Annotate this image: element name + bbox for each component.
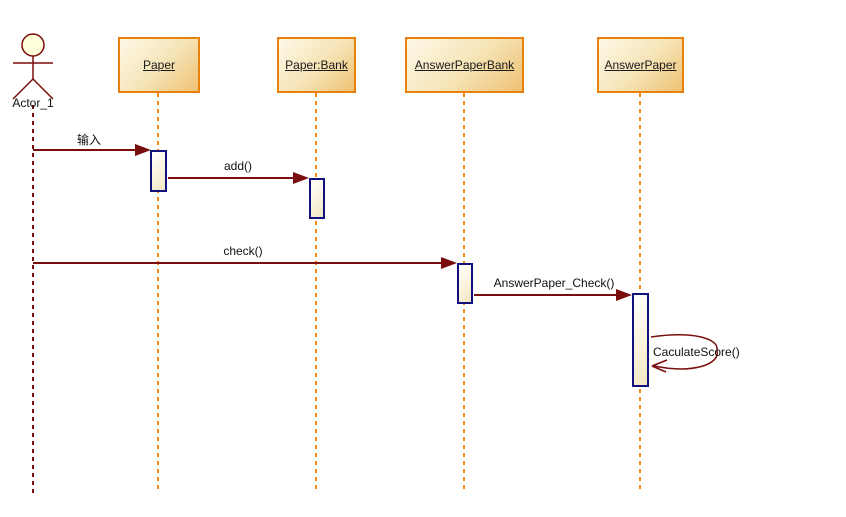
arrowhead-icon bbox=[616, 289, 632, 301]
object-label: AnswerPaperBank bbox=[414, 58, 515, 72]
message-line-answerpaper-check[interactable] bbox=[474, 289, 632, 301]
activation-bar-answerpaper[interactable] bbox=[632, 293, 649, 387]
object-box-paper-bank[interactable]: Paper:Bank bbox=[277, 37, 356, 93]
message-label-caculatescore: CaculateScore() bbox=[653, 345, 740, 359]
actor-icon[interactable] bbox=[12, 33, 54, 100]
arrowhead-icon bbox=[293, 172, 309, 184]
message-label-add: add() bbox=[223, 159, 253, 173]
object-label: Paper:Bank bbox=[285, 58, 348, 72]
object-box-answerpaper[interactable]: AnswerPaper bbox=[597, 37, 684, 93]
message-label-answerpaper-check: AnswerPaper_Check() bbox=[493, 276, 615, 290]
message-label-check: check() bbox=[223, 244, 263, 258]
object-label: AnswerPaper bbox=[604, 58, 677, 72]
actor-name-label: Actor_1 bbox=[12, 96, 54, 110]
activation-bar-paper-bank[interactable] bbox=[309, 178, 325, 219]
arrowhead-icon bbox=[441, 257, 457, 269]
activation-bar-answerpaperbank[interactable] bbox=[457, 263, 473, 304]
object-box-answerpaperbank[interactable]: AnswerPaperBank bbox=[405, 37, 524, 93]
message-line-check[interactable] bbox=[33, 257, 457, 269]
object-label: Paper bbox=[142, 58, 176, 72]
open-arrowhead-icon bbox=[651, 359, 668, 367]
arrowhead-icon bbox=[135, 144, 151, 156]
message-line-caculatescore-self[interactable] bbox=[650, 334, 718, 373]
activation-bar-paper[interactable] bbox=[150, 150, 167, 192]
object-box-paper[interactable]: Paper bbox=[118, 37, 200, 93]
message-label-input: 输入 bbox=[76, 133, 102, 147]
message-line-add[interactable] bbox=[168, 172, 309, 184]
message-line-input[interactable] bbox=[33, 144, 151, 156]
open-arrowhead-icon bbox=[651, 365, 667, 373]
